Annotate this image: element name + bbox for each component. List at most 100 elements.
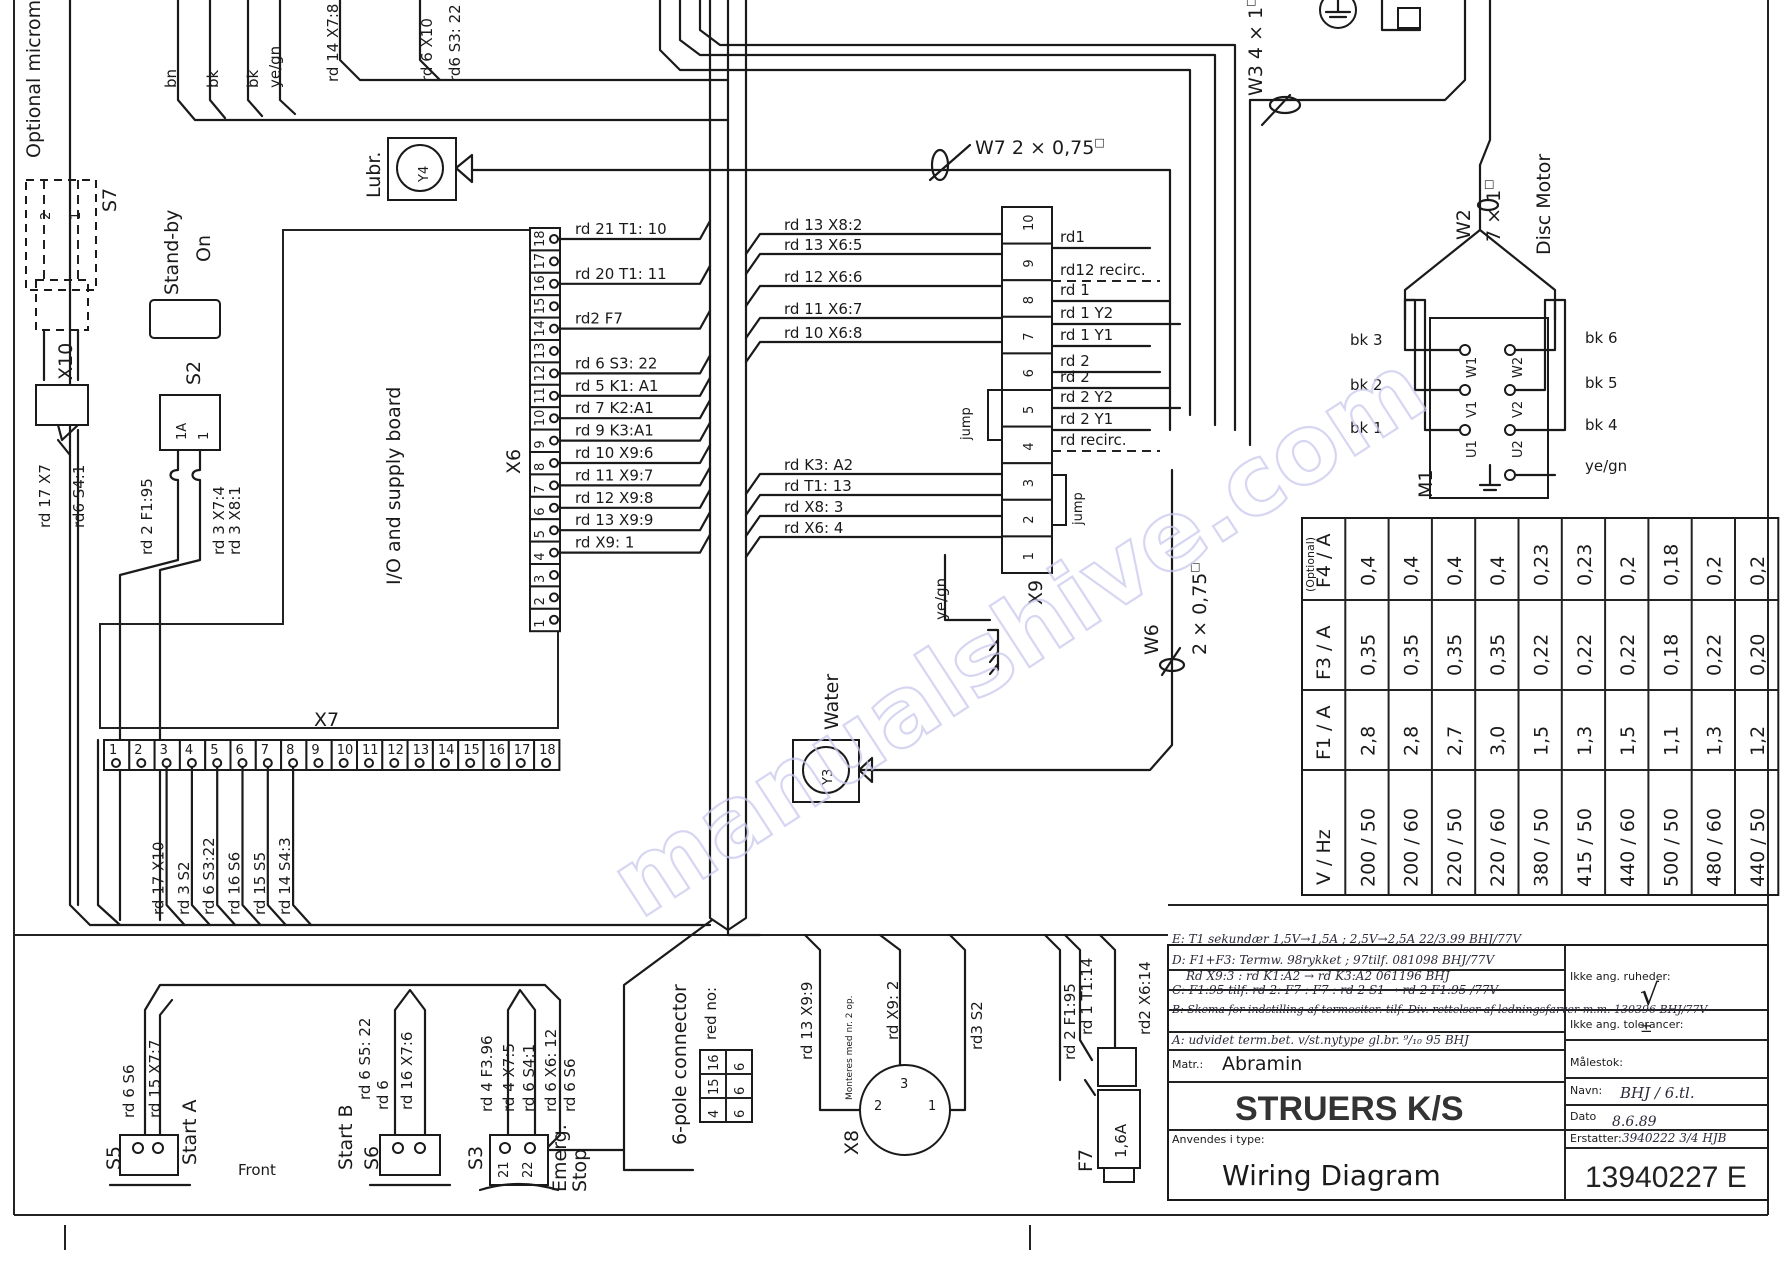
fuse-header-f4: F4 / A bbox=[1313, 534, 1335, 589]
start-a-label: Start A bbox=[179, 1100, 201, 1165]
top-wire-labels: bn bk bk ye/gn rd 14 X7:8 rd 6 X10 rd6 S… bbox=[162, 4, 464, 88]
x9-left-wire-label: rd 11 X6:7 bbox=[784, 300, 862, 318]
x9-cell bbox=[1001, 242, 1053, 282]
x6-pin-contact bbox=[549, 547, 559, 558]
top-wire-bk2: bk bbox=[244, 69, 262, 88]
front-label: Front bbox=[238, 1161, 276, 1179]
x6-pin-contact bbox=[549, 458, 559, 468]
x7-pin-number: 10 bbox=[337, 743, 354, 758]
x9-jump-label: jump bbox=[959, 407, 974, 441]
x6-pin-number: 18 bbox=[533, 230, 548, 247]
revision-e: E: T1 sekundær 1,5V→1,5A ; 2,5V→2,5A 22/… bbox=[1171, 932, 1522, 946]
x9-left-wire bbox=[744, 340, 1004, 364]
x6-pin-number: 14 bbox=[533, 320, 548, 337]
ikke-tol-label: Ikke ang. tolerancer: bbox=[1570, 1018, 1684, 1031]
x7-pin-contact bbox=[364, 758, 374, 768]
motor-v1: V1 bbox=[1465, 401, 1480, 418]
top-wire-rd14: rd 14 X7:8 bbox=[324, 4, 342, 82]
x9-cell bbox=[1001, 352, 1053, 391]
x6-pin-contact bbox=[549, 390, 559, 401]
x6-pin-number: 13 bbox=[533, 342, 548, 359]
fuse-cell-f4: 0,2 bbox=[1747, 556, 1769, 586]
s3-wire-3: rd 6 S4:1 bbox=[520, 1044, 538, 1112]
dato-label: Dato bbox=[1570, 1110, 1597, 1123]
motor-id: M1 bbox=[1415, 470, 1437, 498]
x6-pin-number: 5 bbox=[533, 530, 548, 538]
motor-u2: U2 bbox=[1511, 440, 1526, 458]
x7-wire bbox=[292, 765, 313, 927]
s5-label: S5 bbox=[103, 1146, 125, 1170]
x6-wire bbox=[556, 488, 712, 509]
start-b-label: Start B bbox=[335, 1105, 357, 1171]
x9-cell bbox=[1001, 425, 1053, 465]
matr-value: Abramin bbox=[1222, 1053, 1302, 1075]
x6-pin-contact bbox=[549, 413, 559, 424]
fuse-cell-f1: 1,1 bbox=[1660, 726, 1682, 756]
water-labels: Water Y3 ye/gn X9 bbox=[821, 578, 1047, 786]
x7-title: X7 bbox=[314, 709, 339, 731]
x6-cell bbox=[529, 607, 561, 633]
revision-x9: Rd X9:3 : rd K1:A2 → rd K3:A2 061196 BHJ bbox=[1185, 969, 1451, 983]
x9-wire-set: rd 13 X8:2rd 13 X6:5rd 12 X6:6rd 11 X6:7… bbox=[744, 216, 1182, 559]
revision-d: D: F1+F3: Termw. 98rykket ; 97tilf. 0810… bbox=[1171, 953, 1495, 967]
s3-wire-4: rd 6 X6: 12 bbox=[542, 1029, 560, 1112]
s2-pin-1: 1 bbox=[197, 432, 212, 440]
on-label: On bbox=[193, 235, 215, 262]
drawing-number: 13940227 E bbox=[1585, 1161, 1747, 1194]
navn-value: BHJ / 6.tl. bbox=[1619, 1084, 1695, 1102]
x7-pin-number: 7 bbox=[261, 743, 269, 758]
x7-pin-number: 1 bbox=[109, 743, 117, 758]
x9-left-wire bbox=[744, 252, 1004, 276]
fuse-cell-f3: 0,35 bbox=[1487, 634, 1509, 676]
x7-pin-number: 12 bbox=[387, 743, 404, 758]
conn-pin-6b: 6 bbox=[733, 1087, 748, 1095]
x8-wire-3: rd3 S2 bbox=[968, 1001, 986, 1050]
x9-pin-number: 10 bbox=[1022, 214, 1037, 231]
fuse-header-f3: F3 / A bbox=[1313, 626, 1335, 681]
x9-right-wire-label: rd 2 bbox=[1060, 352, 1090, 370]
x7-pin-number: 13 bbox=[413, 743, 430, 758]
tol-value: ± bbox=[1640, 1018, 1653, 1036]
s3-label: S3 bbox=[465, 1146, 487, 1170]
x6-pin-number: 8 bbox=[533, 463, 548, 471]
s7-label: S7 bbox=[99, 188, 121, 212]
s2-label: S2 bbox=[183, 361, 205, 385]
drawing-frame bbox=[13, 0, 1769, 1250]
x9-left-wire-label: rd T1: 13 bbox=[784, 477, 852, 495]
x9-left-wire-label: rd X8: 3 bbox=[784, 498, 843, 516]
x6-pin-contact bbox=[549, 301, 559, 312]
fuse-cell-f4: 0,4 bbox=[1444, 556, 1466, 586]
x7-wire-label: rd 17 X10 bbox=[150, 842, 168, 915]
s2-wire-2: rd 3 X7:4 bbox=[210, 486, 228, 555]
motor-bk6: bk 6 bbox=[1585, 329, 1618, 347]
w6-size: 2 × 0,75□ bbox=[1188, 562, 1211, 655]
x7-wire-label: rd 15 S5 bbox=[251, 852, 269, 915]
x7-pin-number: 18 bbox=[539, 743, 556, 758]
x6-wire bbox=[556, 219, 712, 241]
fuse-cell-f3: 0,20 bbox=[1747, 634, 1769, 676]
x6-pin-number: 3 bbox=[533, 575, 548, 583]
x9-jump-right bbox=[1051, 474, 1067, 526]
fuse-cell-f3: 0,35 bbox=[1444, 634, 1466, 676]
x6-pin-number: 12 bbox=[533, 365, 548, 382]
motor-w1: W1 bbox=[1465, 357, 1480, 378]
x9-pin-number: 6 bbox=[1022, 369, 1037, 377]
company-name: STRUERS K/S bbox=[1235, 1090, 1464, 1128]
water-label: Water bbox=[821, 674, 843, 730]
fuse-cell-f1: 1,3 bbox=[1574, 726, 1596, 756]
fuse-cell-vhz: 200 / 60 bbox=[1401, 808, 1423, 887]
revision-c: C: F1:95 tilf. rd 2: F7 : F7 : rd 2 S1 →… bbox=[1172, 983, 1500, 997]
fuse-cell-vhz: 220 / 50 bbox=[1444, 808, 1466, 887]
x9-pin-number: 5 bbox=[1022, 406, 1037, 414]
x6-wire bbox=[556, 376, 712, 397]
fuse-cell-f3: 0,22 bbox=[1704, 634, 1726, 676]
fuse-cell-f1: 2,7 bbox=[1444, 726, 1466, 756]
x9-left-wire bbox=[744, 316, 1004, 340]
bottom-labels: S5 Start A rd 6 S6 rd 15 X7:7 Front S6 S… bbox=[103, 958, 1154, 1192]
y4-label: Y4 bbox=[417, 166, 432, 183]
s5-wire-2: rd 15 X7:7 bbox=[146, 1040, 164, 1118]
fuse-cell-f3: 0,22 bbox=[1617, 634, 1639, 676]
x6-pin-contact bbox=[549, 256, 559, 267]
